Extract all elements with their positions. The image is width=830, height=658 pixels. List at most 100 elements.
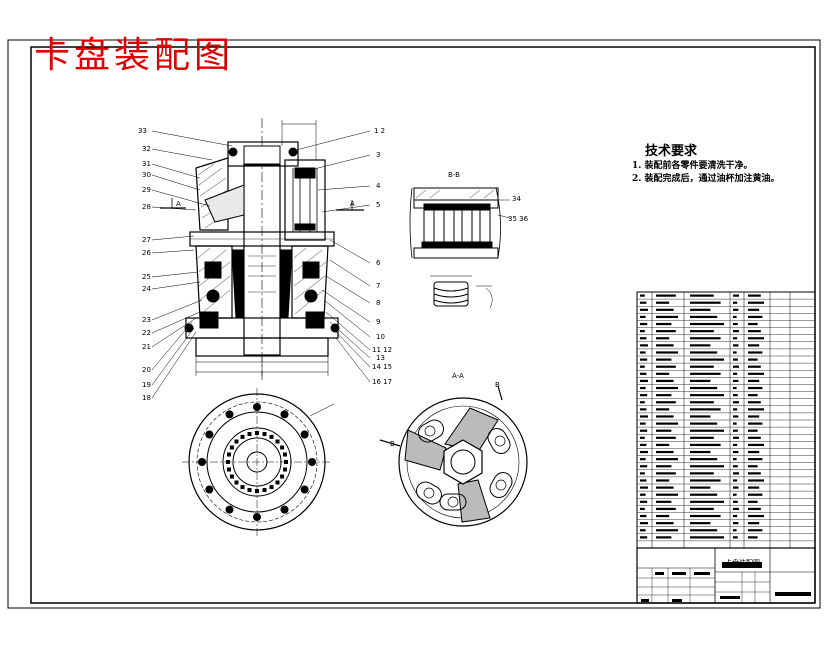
balloon-20: 20 [142,366,151,374]
parts-cell-text [656,522,674,525]
balloon-26: 26 [142,249,151,257]
section-label-aa: A-A [452,372,464,380]
inner-tooth [262,431,267,436]
parts-cell-text [656,294,676,297]
parts-cell-text [640,479,647,482]
parts-cell-text [748,379,760,383]
parts-cell-text [690,351,718,354]
parts-cell-text [733,493,737,496]
parts-cell-text [733,465,738,468]
outer-frame [7,39,821,609]
parts-cell-text [690,315,718,319]
inner-tooth [280,474,285,479]
parts-cell-text [656,429,672,432]
parts-cell-text [640,358,648,361]
parts-cell-text [748,401,761,404]
parts-cell-text [733,536,738,539]
balloon-4: 4 [376,182,381,190]
balloon-14-15: 14 15 [372,363,392,371]
parts-cell-text [640,372,647,375]
section-bb-view [409,187,511,309]
parts-cell-text [640,330,645,333]
technical-requirement-2: 2. 装配完成后，通过油杯加注黄油。 [632,174,780,184]
parts-cell-text [690,408,721,411]
section-aa-view [379,385,528,527]
bolt-hole [253,513,261,521]
balloon-29: 29 [142,186,151,194]
parts-cell-text [656,507,676,511]
parts-cell-text [656,458,678,461]
title-block-drawing-name: 卡盘装配图 [725,558,760,567]
parts-cell-text [748,315,763,319]
parts-cell-text [656,436,676,439]
parts-cell-text [640,401,645,404]
inner-tooth [247,488,252,493]
parts-cell-text [690,322,724,326]
parts-cell-text [733,514,738,518]
parts-cell-text [748,507,761,511]
parts-cell-text [733,529,737,532]
parts-cell-text [656,301,670,304]
parts-cell-text [640,486,648,489]
parts-cell-text [733,322,738,326]
parts-cell-text [640,315,646,319]
cut-mark-b-left: B [390,440,395,448]
parts-cell-text [733,472,739,475]
parts-cell-text [656,408,670,411]
parts-cell-text [690,465,724,468]
balloon-24: 24 [142,285,151,293]
parts-cell-text [733,308,739,311]
balloon-25: 25 [142,273,151,281]
parts-cell-text [640,365,645,368]
parts-cell-text [690,422,718,425]
bolt-hole [225,505,234,514]
parts-cell-text [733,422,737,425]
parts-cell-text [748,429,758,432]
parts-cell-text [733,415,739,418]
parts-cell-text [690,358,724,361]
bolt-hole [253,403,261,411]
inner-tooth [234,439,239,444]
parts-cell-text [690,365,714,368]
technical-requirement-1: 1. 装配前各零件要清洗干净。 [632,161,753,171]
balloon-27: 27 [142,236,151,244]
parts-cell-text [656,308,674,311]
parts-cell-text [748,479,764,482]
parts-cell-text [748,500,758,503]
parts-cell-text [640,322,648,326]
parts-cell-text [640,536,648,539]
parts-cell-text [690,401,714,404]
parts-cell-text [748,344,760,347]
parts-cell-text [656,486,674,489]
parts-cell-text [656,529,678,532]
balloon-1-2: 1 2 [374,127,385,135]
parts-cell-text [733,358,738,361]
parts-cell-text [748,514,764,518]
parts-cell-text [640,301,647,304]
parts-cell-text [690,308,711,311]
inner-tooth [269,434,274,439]
parts-cell-text [640,443,647,447]
balloon-11-12: 11 12 [372,346,392,354]
parts-cell-text [748,330,761,333]
balloon-numbers-right: 1 2 3 4 5 6 7 8 9 10 11 12 13 14 15 16 1… [372,127,392,386]
parts-cell-text [690,436,714,439]
inner-tooth [283,452,288,457]
balloon-10: 10 [376,333,385,341]
parts-cell-text [690,344,711,347]
plan-view-top [182,388,335,536]
balloon-18: 18 [142,394,151,402]
inner-tooth [226,467,231,472]
parts-cell-text [690,450,711,454]
parts-cell-text [656,315,678,319]
parts-cell-text [748,308,760,311]
parts-cell-text [748,365,761,368]
inner-tooth [229,445,234,450]
parts-cell-text [748,486,760,489]
inner-tooth [275,439,280,444]
balloon-7: 7 [376,282,380,290]
parts-cell-text [733,337,738,340]
parts-cell-text [748,493,763,496]
cut-mark-a-left: A [176,200,181,208]
inner-tooth [275,480,280,485]
